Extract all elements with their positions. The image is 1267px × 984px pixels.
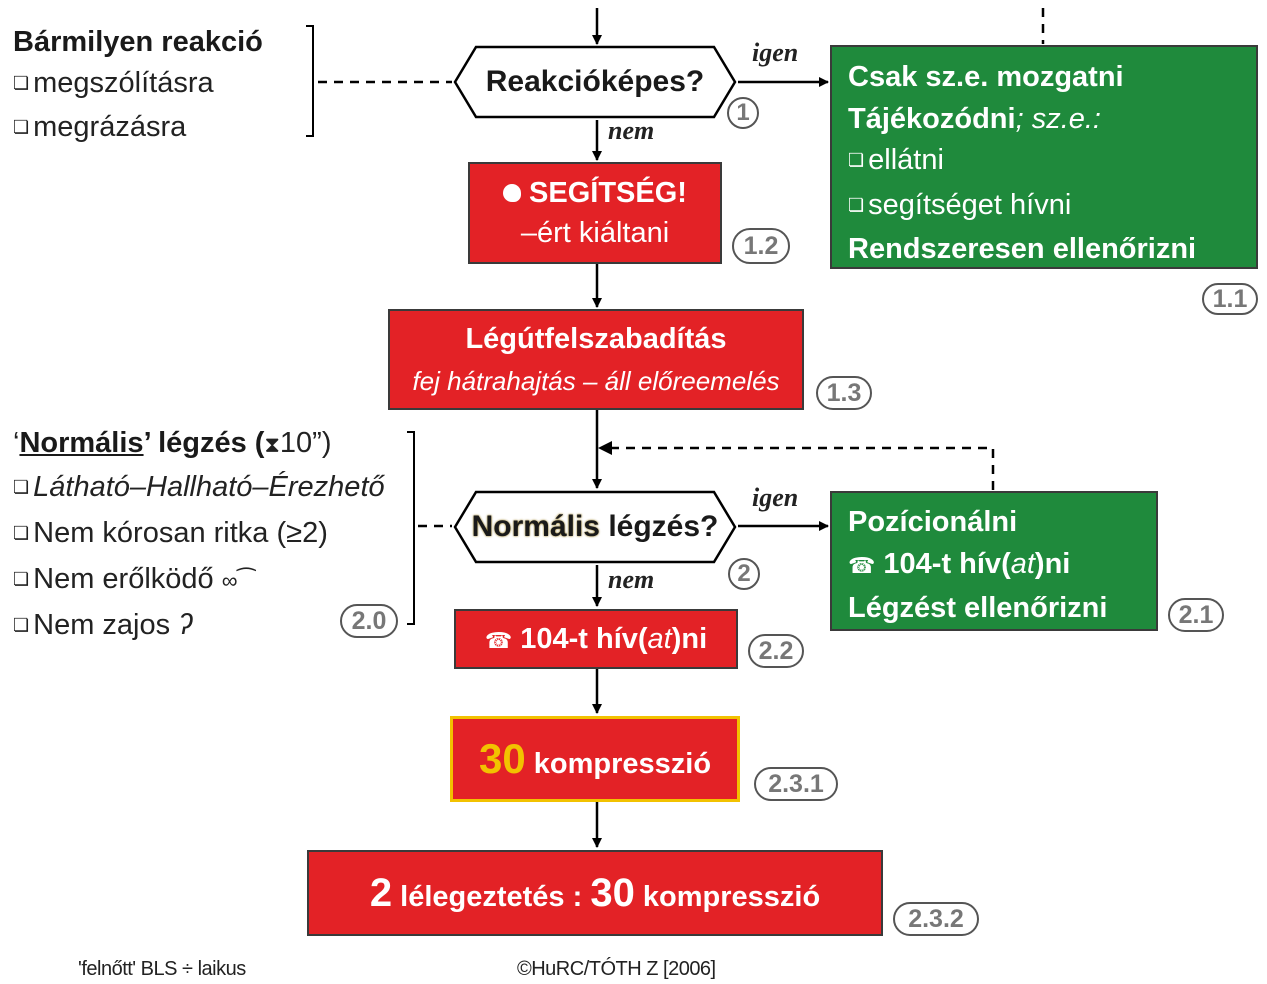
green2-line2-it: at <box>1010 548 1035 580</box>
step-badge-1-2: 1.2 <box>732 228 790 264</box>
left-mid-item-3-row: Nem erőlködő ∞⁀ <box>13 558 413 604</box>
dash-loop-back <box>610 446 995 490</box>
call-pre: 104-t hív( <box>520 622 648 655</box>
green1-item-1: ellátni <box>848 140 1240 185</box>
green-box-responsive: Csak sz.e. mozgatni Tájékozódni; sz.e.: … <box>830 45 1258 269</box>
final-num2: 30 <box>590 870 635 915</box>
decision1-yes-label: igen <box>752 38 799 67</box>
decision2-hexagon-shape <box>453 490 737 564</box>
decision-breathing: Normális légzés? <box>452 489 738 565</box>
compression-box: 30 kompresszió <box>450 716 740 802</box>
airway-box: Légútfelszabadítás fej hátrahajtás – áll… <box>388 309 804 410</box>
left-mid-title-post: 10”) <box>279 427 332 459</box>
decision-breathing-label: Normális légzés? <box>472 510 719 544</box>
green-box-breathing: Pozícionálni ☎ 104-t hív(at)ni Légzést el… <box>830 491 1158 631</box>
decision2-word-rest: légzés? <box>600 510 719 543</box>
phone-icon: ☎ <box>848 553 876 578</box>
call-it: at <box>647 622 672 655</box>
left-mid-item-4: Nem zajos <box>33 609 171 641</box>
help-line1: SEGÍTSÉG! <box>503 173 687 213</box>
decision2-word-normal: Normális <box>471 510 600 543</box>
final-line: 2 lélegeztetés : 30 kompresszió <box>370 871 820 916</box>
left-mid-item-3: Nem erőlködő <box>33 563 214 595</box>
compression-text: kompresszió <box>525 748 712 780</box>
decision1-no-label: nem <box>608 116 655 145</box>
left-mid-title-pre: ‘ <box>13 427 20 459</box>
green1-item-2: segítséget hívni <box>848 185 1240 230</box>
green1-line2: Tájékozódni; sz.e.: <box>848 99 1240 141</box>
left-mid-title: ‘Normális’ légzés (⧗10”) <box>13 422 413 466</box>
step-badge-2-1: 2.1 <box>1168 598 1224 632</box>
glasses-icon: ∞⁀ <box>221 568 256 593</box>
step-badge-1: 1 <box>727 97 759 129</box>
left-top-block: Bármilyen reakció megszólításra megrázás… <box>13 22 313 151</box>
call-box: ☎ 104-t hív(at)ni <box>454 609 738 669</box>
shout-icon <box>503 184 522 202</box>
left-top-bracket <box>306 25 314 137</box>
call-line: ☎ 104-t hív(at)ni <box>485 623 707 656</box>
call-post: )ni <box>671 622 708 655</box>
left-mid-title-mid: ’ légzés ( <box>143 427 265 459</box>
final-box: 2 lélegeztetés : 30 kompresszió <box>307 850 883 936</box>
compression-line: 30 kompresszió <box>479 735 711 783</box>
step-badge-2-0: 2.0 <box>340 604 398 638</box>
step-badge-2-2: 2.2 <box>748 634 804 668</box>
green2-line2-post: )ni <box>1034 548 1071 580</box>
compression-num: 30 <box>478 735 526 782</box>
left-mid-item-4-row: Nem zajos ʔ <box>13 604 413 650</box>
green2-line2: ☎ 104-t hív(at)ni <box>848 543 1140 587</box>
decision2-no-label: nem <box>608 565 655 594</box>
decision-responsive-label: Reakcióképes? <box>485 65 705 98</box>
green1-line2-bold: Tájékozódni <box>848 102 1016 135</box>
green2-line1: Pozícionálni <box>848 506 1018 538</box>
final-text1: lélegeztetés : <box>392 880 591 913</box>
help-box: SEGÍTSÉG! –ért kiáltani <box>468 162 722 264</box>
left-mid-block: ‘Normális’ légzés (⧗10”) Látható–Hallhat… <box>13 422 413 650</box>
step-badge-1-3: 1.3 <box>816 376 872 410</box>
step-badge-2-3-2: 2.3.2 <box>893 902 979 936</box>
airway-subtitle: fej hátrahajtás – áll előreemelés <box>412 365 780 396</box>
dash-loop-arrowhead <box>598 441 612 455</box>
green1-line5: Rendszeresen ellenőrizni <box>848 233 1197 265</box>
left-top-item-2: megrázásra <box>13 107 313 151</box>
green1-line2-rest: ; sz.e.: <box>1015 102 1101 135</box>
call-phone-icon: ☎ <box>484 627 513 653</box>
left-mid-bracket <box>407 431 415 625</box>
final-text2: kompresszió <box>634 880 821 913</box>
step-badge-2: 2 <box>728 558 760 590</box>
left-top-item-1: megszólításra <box>13 63 313 107</box>
left-mid-title-bold: Normális <box>19 427 144 459</box>
left-top-title: Bármilyen reakció <box>13 26 263 58</box>
hourglass-icon: ⧗ <box>264 432 280 457</box>
footer-right: ©HuRC/TÓTH Z [2006] <box>517 958 716 980</box>
left-mid-item-1: Látható–Hallható–Érezhető <box>13 466 413 512</box>
help-line1-text: SEGÍTSÉG! <box>529 177 687 209</box>
help-line2: –ért kiáltani <box>520 217 670 249</box>
green1-line1: Csak sz.e. mozgatni <box>848 61 1124 93</box>
green2-line2-pre: 104-t hív( <box>883 548 1011 580</box>
step-badge-1-1: 1.1 <box>1202 283 1258 315</box>
decision-hexagon-shape <box>453 45 737 119</box>
decision-responsive: Reakcióképes? <box>452 44 738 120</box>
decision2-yes-label: igen <box>752 483 799 512</box>
airway-title: Légútfelszabadítás <box>465 322 727 355</box>
step-badge-2-3-1: 2.3.1 <box>754 767 838 801</box>
green2-line3: Légzést ellenőrizni <box>848 592 1108 624</box>
footer-left: 'felnőtt' BLS ÷ laikus <box>78 958 246 980</box>
left-mid-item-2: Nem kórosan ritka (≥2) <box>13 512 413 558</box>
ear-icon: ʔ <box>178 609 193 641</box>
final-num1: 2 <box>369 870 393 915</box>
